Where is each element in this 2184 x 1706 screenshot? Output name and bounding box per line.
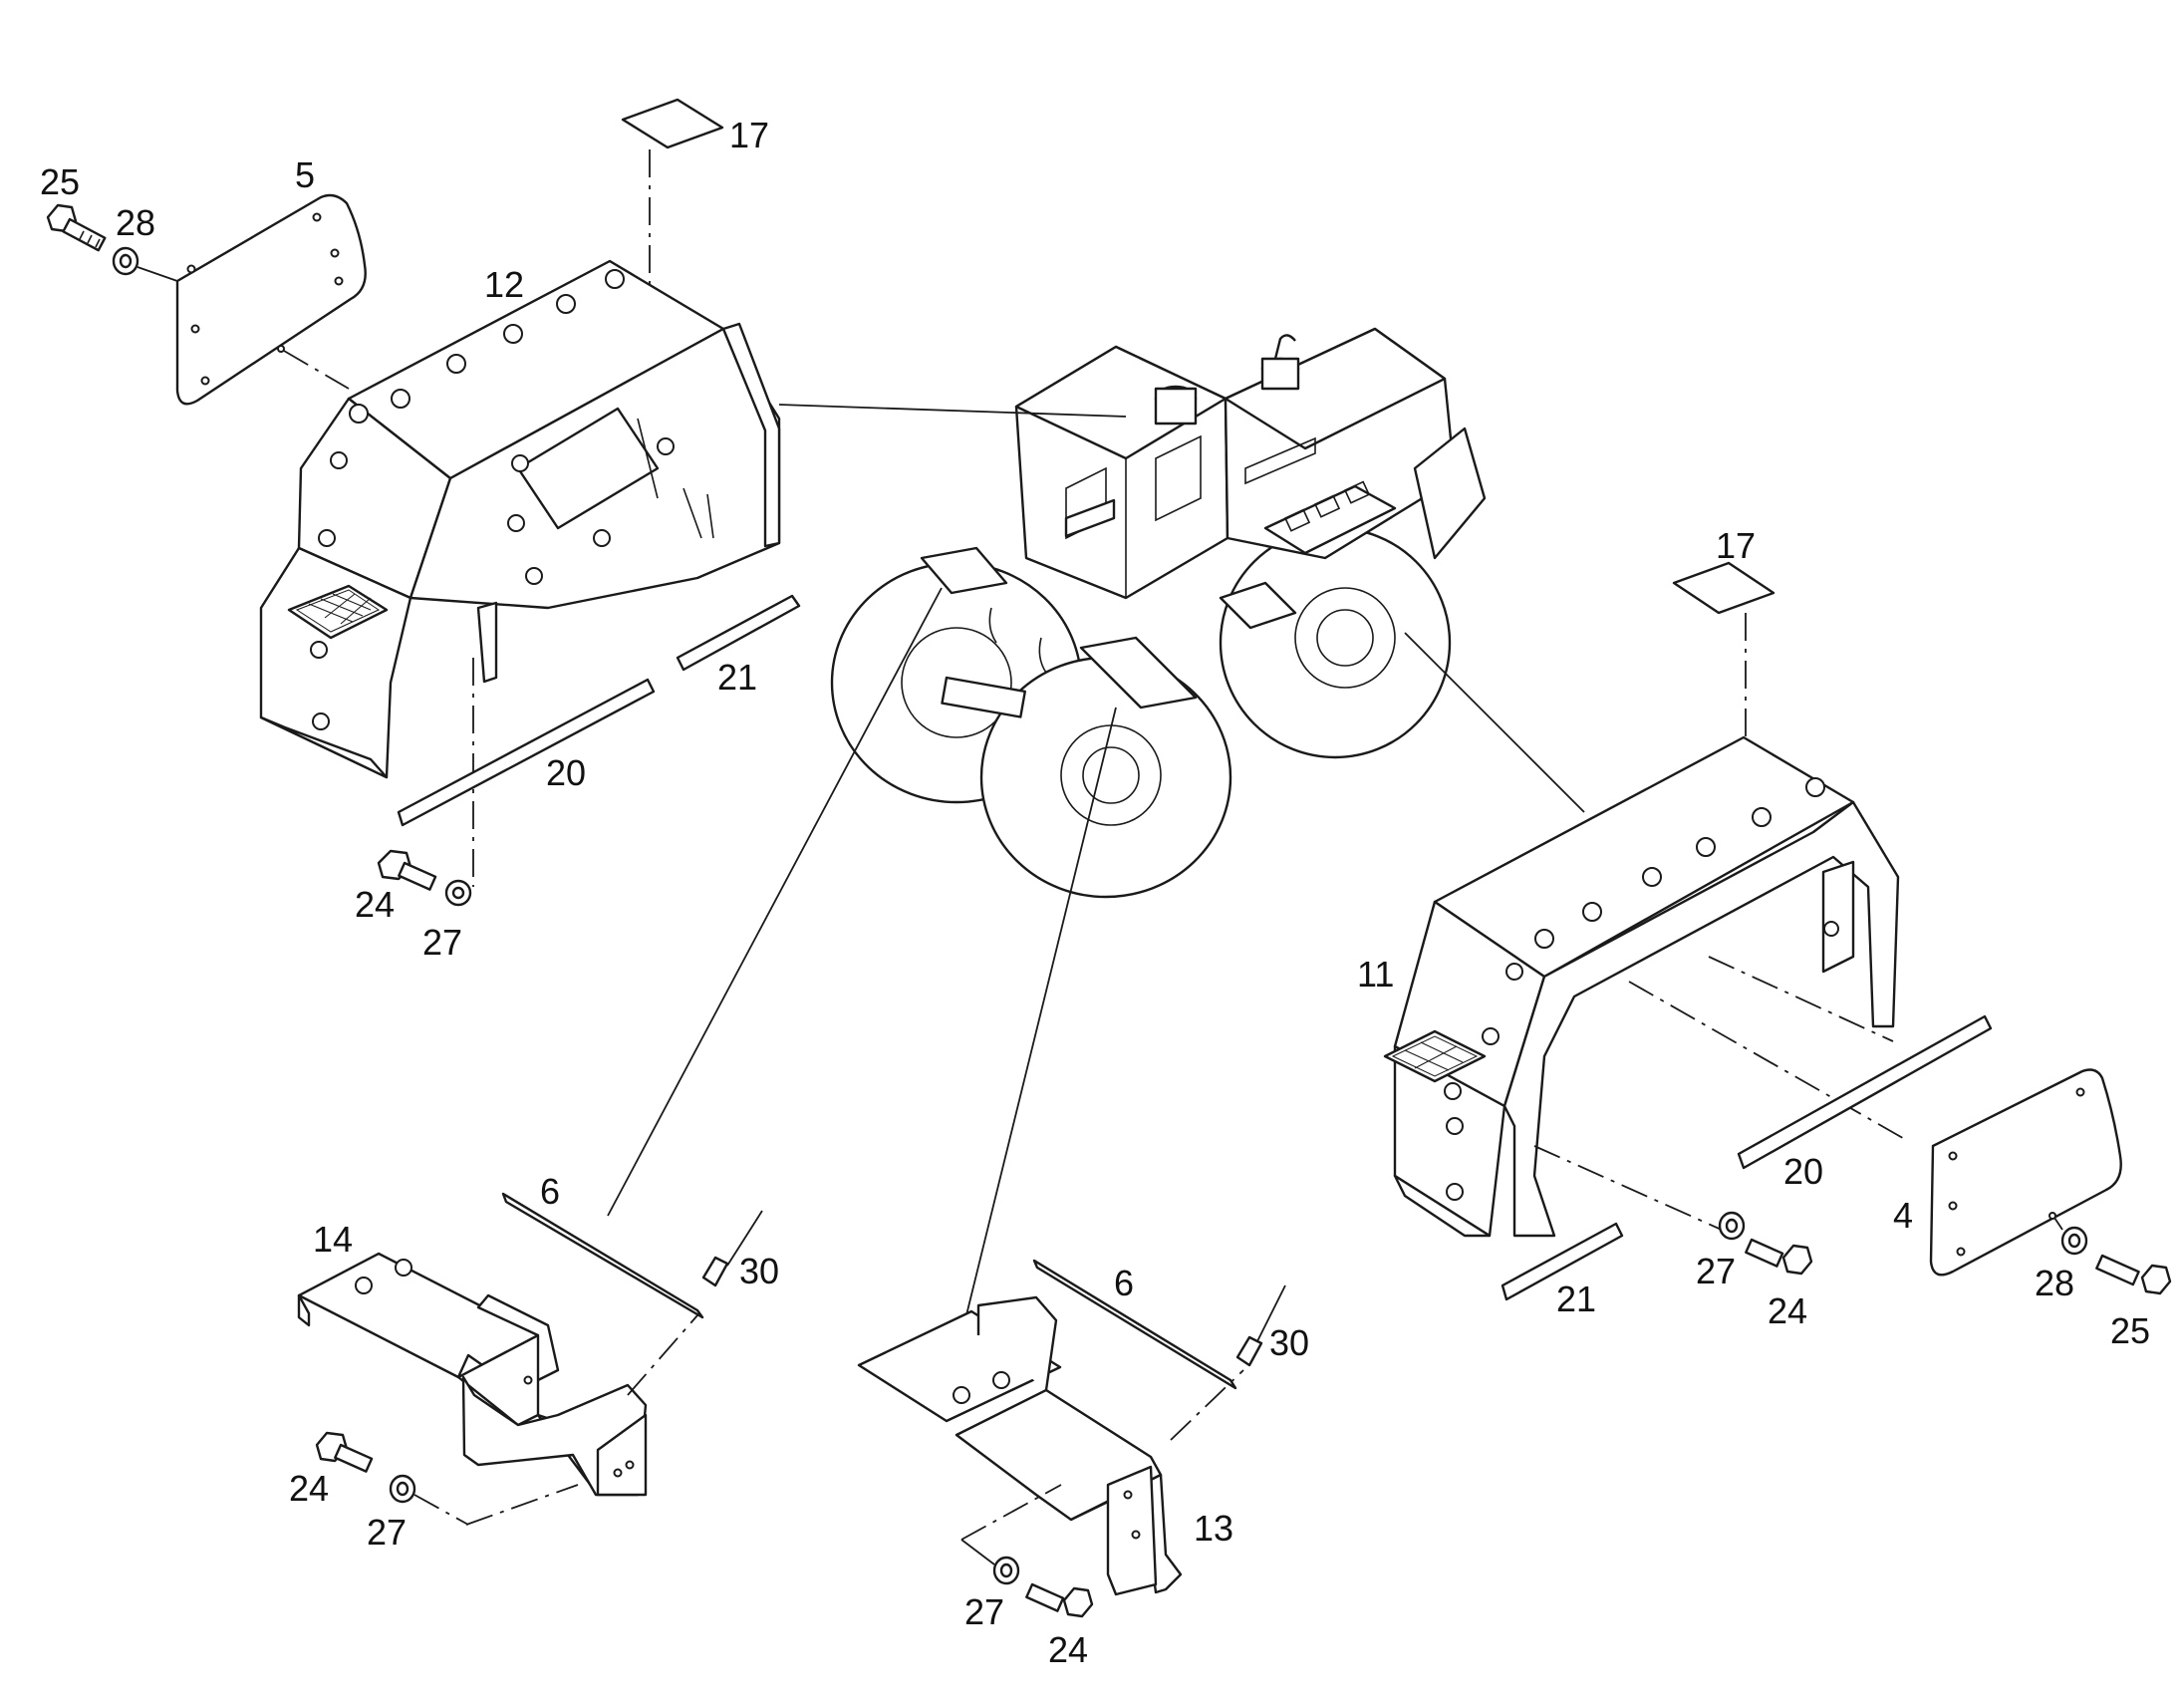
callout-6: 6 bbox=[540, 1171, 560, 1212]
callout-17: 17 bbox=[1716, 525, 1756, 566]
washer-27-right bbox=[1718, 1211, 1746, 1241]
bolt-24-bottom-left bbox=[315, 1431, 374, 1473]
callout-5: 5 bbox=[295, 154, 315, 195]
tractor-body bbox=[830, 327, 1487, 899]
strip-6-right bbox=[1032, 1259, 1237, 1390]
spacer-30-right bbox=[1235, 1284, 1286, 1367]
spacer-30-left bbox=[701, 1210, 763, 1287]
callout-27: 27 bbox=[422, 922, 462, 963]
bolt-25-right bbox=[2095, 1254, 2172, 1295]
side-panel-5 bbox=[175, 193, 367, 406]
strip-21-right bbox=[1501, 1222, 1624, 1301]
callout-28: 28 bbox=[2035, 1263, 2074, 1303]
washer-28-right bbox=[2053, 1217, 2088, 1256]
callout-27: 27 bbox=[367, 1512, 407, 1553]
bolt-24-right bbox=[1745, 1238, 1813, 1276]
strip-20-right bbox=[1737, 1014, 1993, 1170]
leader-lines bbox=[607, 404, 1585, 1336]
callout-21: 21 bbox=[717, 657, 757, 698]
label-plate-17-right bbox=[1672, 561, 1775, 737]
callout-20: 20 bbox=[546, 752, 586, 793]
fender-12 bbox=[259, 259, 781, 887]
strip-21-left bbox=[676, 594, 801, 672]
callout-12: 12 bbox=[484, 264, 524, 305]
callout-30: 30 bbox=[1269, 1322, 1309, 1363]
callout-4: 4 bbox=[1893, 1195, 1913, 1236]
bracket-14 bbox=[297, 1252, 698, 1526]
bolt-24-left bbox=[377, 849, 437, 891]
callout-6: 6 bbox=[1114, 1263, 1134, 1303]
callout-25: 25 bbox=[40, 161, 80, 202]
callout-30: 30 bbox=[739, 1251, 779, 1291]
callout-labels: 17 25 5 28 12 21 20 24 27 17 11 20 4 27 … bbox=[40, 115, 2150, 1670]
callout-25: 25 bbox=[2110, 1310, 2150, 1351]
bolt-24-bottom-middle bbox=[1025, 1582, 1094, 1618]
callout-28: 28 bbox=[116, 202, 155, 243]
callout-24: 24 bbox=[1768, 1290, 1807, 1331]
washer-27-left bbox=[444, 879, 472, 907]
callout-24: 24 bbox=[1048, 1629, 1088, 1670]
strip-6-left bbox=[501, 1192, 704, 1319]
washer-27-bottom-middle bbox=[960, 1539, 1020, 1585]
callout-27: 27 bbox=[964, 1591, 1004, 1632]
fender-11 bbox=[1383, 735, 1909, 1238]
callout-21: 21 bbox=[1556, 1279, 1596, 1319]
callout-24: 24 bbox=[355, 884, 395, 925]
side-panel-4 bbox=[1929, 1068, 2122, 1277]
washer-27-bottom-left bbox=[389, 1474, 469, 1526]
bracket-13 bbox=[857, 1295, 1244, 1596]
strip-20-left bbox=[397, 678, 656, 827]
callout-27: 27 bbox=[1696, 1251, 1736, 1291]
callout-11: 11 bbox=[1357, 954, 1394, 995]
callout-24: 24 bbox=[289, 1468, 329, 1509]
callout-14: 14 bbox=[313, 1219, 353, 1260]
callout-13: 13 bbox=[1194, 1508, 1233, 1549]
callout-20: 20 bbox=[1783, 1151, 1823, 1192]
washer-28-left bbox=[112, 246, 178, 282]
bolt-25-left bbox=[46, 203, 107, 252]
callout-17: 17 bbox=[729, 115, 769, 155]
